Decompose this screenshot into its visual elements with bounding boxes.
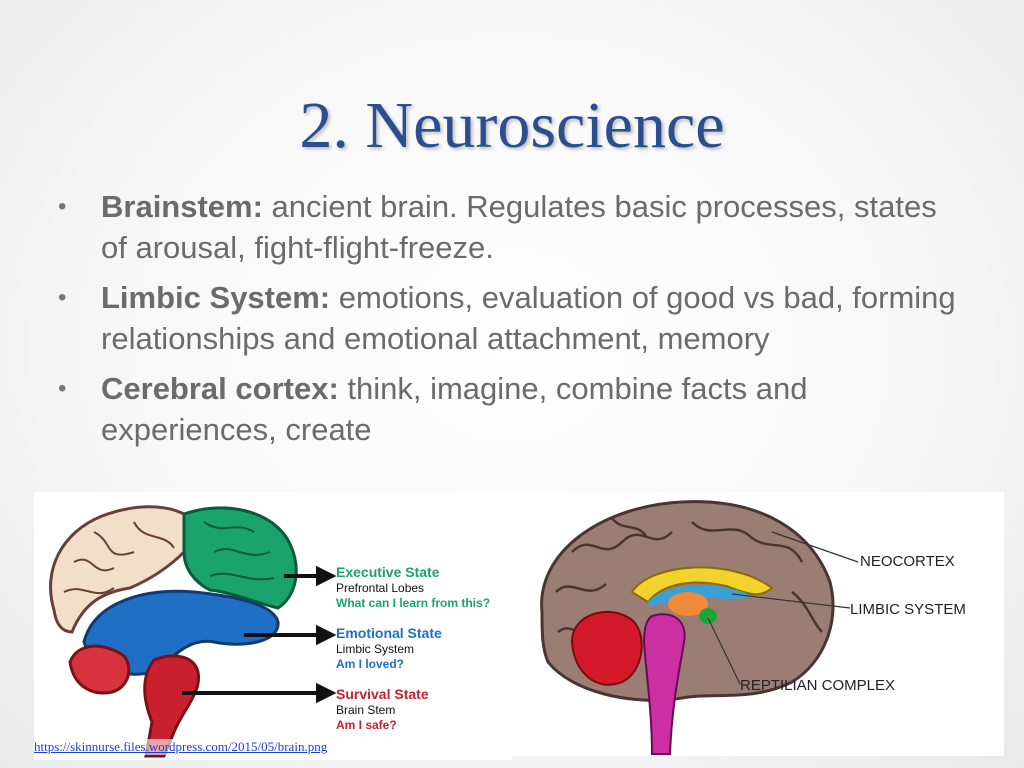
brain-states-image: Executive State Prefrontal Lobes What ca…	[34, 492, 512, 760]
limbic-arc-shape	[630, 566, 774, 604]
state-name: Survival State	[336, 686, 429, 702]
state-part: Brain Stem	[336, 703, 395, 717]
bullet-dot: •	[58, 375, 67, 402]
state-question: Am I safe?	[336, 718, 397, 732]
state-part: Prefrontal Lobes	[336, 581, 424, 595]
slide-title: 2. Neuroscience	[299, 89, 725, 162]
reptilian-shape	[642, 613, 686, 755]
state-part: Limbic System	[336, 642, 414, 656]
brain-states-illustration: Executive State Prefrontal Lobes What ca…	[49, 505, 490, 758]
bullet-list: • Brainstem: ancient brain. Regulates ba…	[58, 186, 968, 459]
label-reptilian-complex: REPTILIAN COMPLEX	[740, 677, 895, 694]
bullet-dot: •	[58, 193, 67, 220]
pointer-arrows	[182, 565, 337, 704]
frontal-folds	[203, 521, 275, 581]
cortex-folds	[63, 521, 175, 595]
state-question: What can I learn from this?	[336, 596, 490, 610]
bullet-brainstem: • Brainstem: ancient brain. Regulates ba…	[58, 186, 968, 268]
cerebellum-shape	[68, 644, 131, 695]
source-link[interactable]: https://skinnurse.files.wordpress.com/20…	[34, 739, 328, 755]
bullet-term: Limbic System:	[101, 280, 331, 315]
bullet-dot: •	[58, 284, 67, 311]
label-neocortex: NEOCORTEX	[860, 553, 955, 570]
label-limbic-system: LIMBIC SYSTEM	[850, 601, 966, 618]
thalamus-shape	[668, 592, 708, 616]
state-question: Am I loved?	[336, 657, 404, 671]
state-name: Emotional State	[336, 625, 442, 641]
bullet-text: think, imagine, combine facts and experi…	[101, 371, 808, 447]
bullet-term: Brainstem:	[101, 189, 263, 224]
label-leader-lines	[707, 531, 859, 685]
triune-brain-illustration: NEOCORTEX LIMBIC SYSTEM REPTILIAN COMPLE…	[540, 500, 966, 755]
bullet-text: ancient brain. Regulates basic processes…	[101, 189, 937, 265]
bullet-limbic-system: • Limbic System: emotions, evaluation of…	[58, 277, 968, 359]
bullet-term: Cerebral cortex:	[101, 371, 339, 406]
brainstem-shape	[143, 654, 201, 758]
frontal-lobe-shape	[182, 506, 298, 610]
amygdala-shape	[699, 608, 717, 624]
bullet-cerebral-cortex: • Cerebral cortex: think, imagine, combi…	[58, 368, 968, 450]
bullet-text: emotions, evaluation of good vs bad, for…	[101, 280, 956, 356]
parietal-lobe-shape	[49, 505, 186, 634]
neocortex-folds	[555, 517, 823, 636]
triune-brain-image: NEOCORTEX LIMBIC SYSTEM REPTILIAN COMPLE…	[512, 492, 1004, 756]
state-name: Executive State	[336, 564, 440, 580]
cerebellum-shape	[570, 611, 643, 686]
